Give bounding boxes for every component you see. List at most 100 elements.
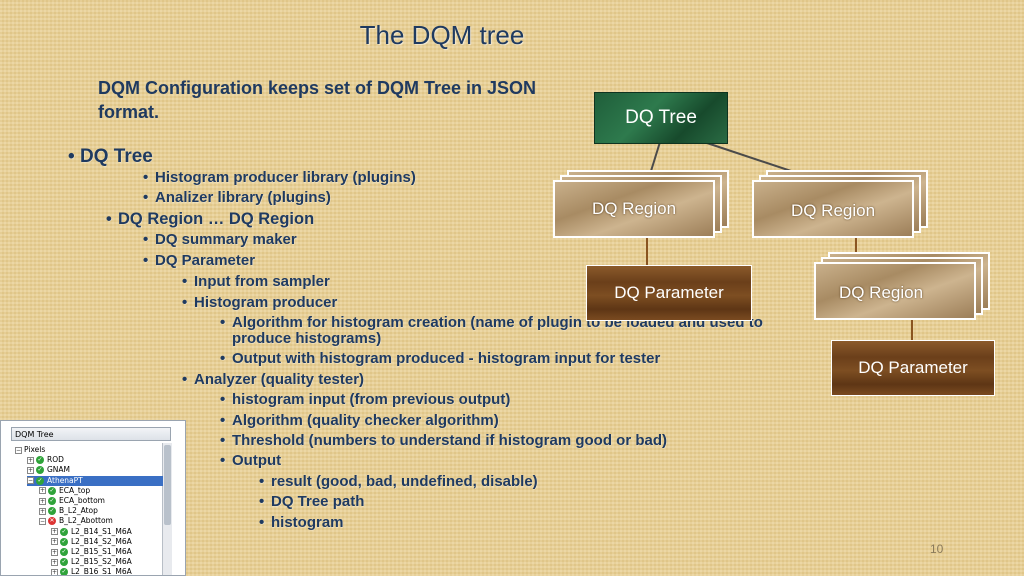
- tree-item[interactable]: +✓L2_B16_S1_M6A: [51, 567, 132, 576]
- scrollbar[interactable]: [162, 443, 172, 575]
- tree-item-label: L2_B14_S2_M6A: [71, 536, 132, 546]
- dq-region-label: DQ Region: [838, 283, 924, 302]
- ok-status-icon: ✓: [36, 456, 44, 465]
- expand-toggle-icon[interactable]: +: [27, 456, 34, 464]
- bullet-item: produce histograms): [232, 330, 381, 347]
- bullet-dot: •: [143, 169, 149, 186]
- bullet-dot: •: [182, 371, 188, 388]
- bullet-text: DQ Region … DQ Region: [118, 210, 315, 228]
- tree-item[interactable]: +✓ECA_bottom: [39, 496, 105, 506]
- bullet-item: • Histogram producer library (plugins): [143, 169, 416, 186]
- bullet-dot: •: [220, 452, 226, 469]
- tree-item[interactable]: +✓GNAM: [27, 465, 70, 475]
- region-card: [752, 180, 914, 238]
- tree-item[interactable]: +✓L2_B14_S1_M6A: [51, 527, 132, 537]
- expand-toggle-icon[interactable]: +: [27, 466, 34, 474]
- tree-item[interactable]: +✓ECA_top: [39, 486, 90, 496]
- bullet-item: •Algorithm (quality checker algorithm): [220, 412, 499, 429]
- dqm-tree-panel: DQM Tree −Pixels+✓ROD+✓GNAM−✓AthenaPT+✓E…: [0, 420, 186, 576]
- bullet-text: histogram: [271, 514, 344, 531]
- bullet-text: result (good, bad, undefined, disable): [271, 473, 538, 490]
- bullet-text: Output with histogram produced - histogr…: [232, 350, 661, 367]
- bullet-item: •Input from sampler: [182, 273, 330, 290]
- bullet-item: • DQ summary maker: [143, 231, 297, 248]
- bullet-item: •histogram: [259, 514, 344, 531]
- bullet-text: histogram input (from previous output): [232, 391, 511, 408]
- ok-status-icon: ✓: [48, 507, 56, 516]
- expand-toggle-icon[interactable]: +: [39, 487, 46, 495]
- bullet-dot: •: [143, 189, 149, 206]
- ok-status-icon: ✓: [60, 537, 68, 546]
- ok-status-icon: ✓: [60, 568, 68, 576]
- tree-item[interactable]: +✓L2_B14_S2_M6A: [51, 537, 132, 547]
- bullet-item: • result (good, bad, undefined, disable): [259, 473, 538, 490]
- slide-title: The DQM tree: [359, 20, 525, 50]
- bullet-dot: •: [220, 412, 226, 429]
- bullet-dot: •: [143, 252, 149, 269]
- bullet-dot: •: [259, 473, 265, 490]
- error-status-icon: ✕: [48, 517, 56, 526]
- bullet-text: Histogram producer library (plugins): [155, 169, 416, 186]
- tree-item[interactable]: +✓L2_B15_S1_M6A: [51, 547, 132, 557]
- dq-region-label: DQ Region: [591, 199, 677, 218]
- bullet-item: • DQ Parameter: [143, 252, 256, 269]
- bullet-dot: •: [106, 210, 112, 228]
- expand-toggle-icon[interactable]: +: [51, 568, 58, 576]
- bullet-text: produce histograms): [232, 330, 382, 347]
- tree-item[interactable]: −✕B_L2_Abottom: [39, 516, 113, 526]
- bullet-dot: •: [220, 314, 226, 331]
- expand-toggle-icon[interactable]: +: [51, 538, 58, 546]
- bullet-item: • Threshold (numbers to understand if his…: [220, 432, 667, 449]
- tree-item[interactable]: +✓L2_B15_S2_M6A: [51, 557, 132, 567]
- bullet-dot: •: [220, 391, 226, 408]
- tree-item[interactable]: −Pixels: [15, 445, 45, 455]
- tree-item[interactable]: −✓AthenaPT: [27, 475, 163, 486]
- bullet-item: • histogram input (from previous output): [220, 391, 511, 408]
- bullet-item: •Histogram producer: [182, 294, 338, 311]
- tree-item-label: Pixels: [24, 445, 46, 454]
- tree-item-label: L2_B15_S1_M6A: [71, 547, 132, 556]
- expand-toggle-icon[interactable]: +: [39, 497, 46, 505]
- bullet-dot: •: [68, 146, 75, 167]
- bullet-text: Output: [232, 452, 282, 469]
- tree-item-label: L2_B15_S2_M6A: [71, 557, 132, 567]
- region-card: [814, 262, 976, 320]
- tree-item-label: AthenaPT: [47, 475, 83, 485]
- ok-status-icon: ✓: [36, 466, 44, 475]
- tree-item[interactable]: +✓B_L2_Atop: [39, 506, 98, 516]
- tree-item-label: L2_B16_S1_M6A: [71, 567, 132, 576]
- bullet-text: DQ summary maker: [155, 231, 297, 248]
- bullet-text: DQ Parameter: [155, 252, 256, 269]
- expand-toggle-icon[interactable]: +: [51, 558, 58, 566]
- dq-tree-node: DQ Tree: [594, 92, 728, 144]
- dq-parameter-left: DQ Parameter: [586, 265, 752, 321]
- bullet-dot: •: [143, 231, 149, 248]
- bullet-item: •Analyzer (quality tester): [182, 371, 364, 388]
- bullet-dot: •: [220, 432, 226, 449]
- ok-status-icon: ✓: [48, 497, 56, 505]
- ok-status-icon: ✓: [48, 486, 56, 495]
- expand-toggle-icon[interactable]: −: [15, 446, 22, 454]
- expand-toggle-icon[interactable]: −: [39, 517, 46, 525]
- tree-item-label: B_L2_Atop: [59, 506, 98, 516]
- intro-text: DQM Configuration keeps set of DQM Tree …: [98, 78, 537, 122]
- tree-item-label: GNAM: [47, 465, 71, 475]
- expand-toggle-icon[interactable]: +: [39, 507, 46, 515]
- expand-toggle-icon[interactable]: +: [51, 548, 58, 556]
- tree-item[interactable]: +✓ROD: [27, 455, 64, 465]
- ok-status-icon: ✓: [36, 476, 44, 485]
- bullet-item: •DQ Tree path: [259, 493, 364, 510]
- bullet-item: • Output: [220, 452, 282, 469]
- scrollbar-thumb[interactable]: [164, 445, 171, 525]
- expand-toggle-icon[interactable]: +: [51, 528, 58, 536]
- dq-region-right: DQ Region: [752, 170, 932, 242]
- bullet-text: Threshold (numbers to understand if hist…: [232, 432, 667, 449]
- bullet-text: DQ Tree: [80, 146, 153, 167]
- dq-region-sub: DQ Region: [814, 252, 994, 324]
- bullet-dot: •: [220, 350, 226, 367]
- expand-toggle-icon[interactable]: −: [27, 477, 34, 485]
- bullet-text: Histogram producer: [194, 294, 338, 311]
- bullet-item: • Output with histogram produced - histog…: [220, 350, 661, 367]
- bullet-text: Input from sampler: [194, 273, 330, 290]
- ok-status-icon: ✓: [60, 548, 68, 556]
